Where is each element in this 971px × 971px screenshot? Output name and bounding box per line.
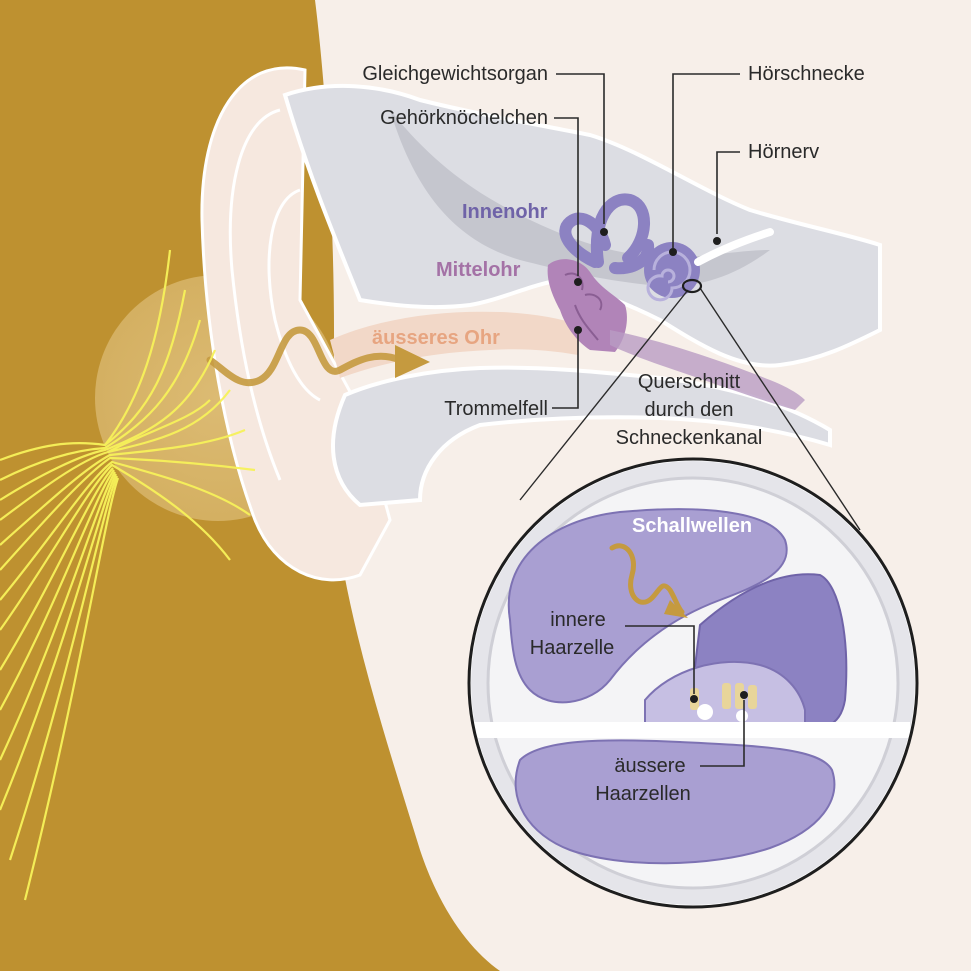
label-aeussere-line1: äussere	[614, 755, 685, 777]
label-querschnitt-line1: Querschnitt	[638, 371, 741, 393]
label-innere-line1: innere	[550, 609, 606, 631]
leader-lines	[552, 73, 748, 767]
label-innere-line2: Haarzelle	[530, 637, 614, 659]
auricle-fold	[228, 108, 282, 481]
lower-jaw-bone	[331, 365, 832, 508]
eustachian-tube	[610, 330, 805, 410]
sound-wave-arrowhead	[395, 345, 430, 378]
zoom-line-right	[699, 287, 861, 531]
label-gehoerknoechelchen: Gehörknöchelchen	[380, 107, 548, 129]
middle-ear	[547, 259, 627, 352]
label-aeussere-line2: Haarzellen	[595, 783, 691, 805]
temporal-bone	[282, 83, 882, 368]
ossicle-detail	[564, 272, 603, 341]
cochlea	[644, 242, 700, 302]
label-hoernerv: Hörnerv	[748, 141, 819, 163]
label-querschnitt-line3: Schneckenkanal	[616, 427, 763, 449]
label-trommelfell: Trommelfell	[444, 398, 548, 420]
schallwellen-arrow	[609, 543, 685, 615]
sound-wave-arrow	[206, 326, 404, 387]
label-innenohr: Innenohr	[462, 201, 548, 223]
label-schallwellen: Schallwellen	[632, 515, 752, 537]
auricle-inner-fold	[267, 188, 321, 402]
schallwellen-arrowhead	[664, 600, 688, 618]
temporal-bone-shadow	[390, 110, 770, 287]
label-gleichgewichtsorgan: Gleichgewichtsorgan	[362, 63, 548, 85]
nerve-lines	[0, 249, 256, 901]
label-aeusseres-ohr: äusseres Ohr	[372, 327, 500, 349]
cross-section-inset	[467, 457, 919, 909]
label-mittelohr: Mittelohr	[436, 259, 521, 281]
label-querschnitt-line2: durch den	[645, 399, 734, 421]
zoom-line-left	[519, 289, 689, 501]
auditory-nerve	[694, 228, 774, 266]
ear-canal	[330, 311, 580, 378]
zoom-origin-marker	[681, 278, 703, 294]
label-hoerschnecke: Hörschnecke	[748, 63, 865, 85]
